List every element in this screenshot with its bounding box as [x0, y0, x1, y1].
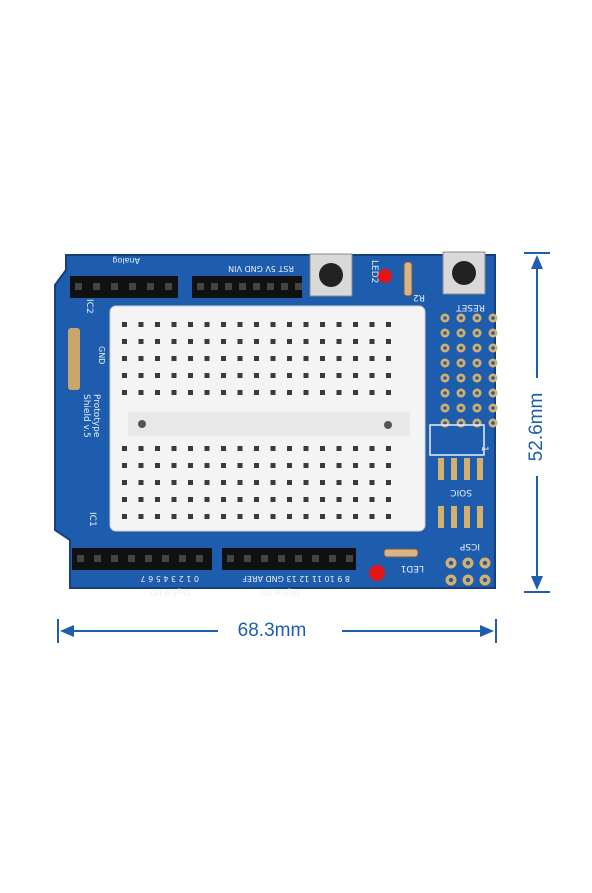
silk-s: S [324, 306, 329, 315]
led1 [369, 565, 385, 581]
silk-soic: SOIC [450, 487, 472, 497]
silk-digital-right: Digital I/O [260, 588, 300, 597]
digital-header-right [222, 548, 356, 570]
resistor-r1 [383, 548, 419, 558]
pushbutton-reset [442, 251, 486, 295]
silk-analog: Analog [112, 256, 140, 265]
silk-prototype: Prototype [91, 394, 101, 438]
icsp-pads [445, 557, 491, 586]
analog-header [70, 276, 178, 298]
silk-gnd: GND [97, 346, 106, 364]
silk-icsp: ICSP [459, 541, 480, 551]
silk-r2: R2 [413, 292, 425, 302]
silk-led1: LED1 [401, 563, 424, 573]
breadboard-channel [128, 412, 410, 436]
silk-led2: LED2 [369, 260, 379, 283]
silk-ic1: IC1 [87, 512, 97, 527]
silk-one: 1 [479, 446, 489, 452]
soic-pads [429, 424, 485, 528]
silk-pins-left: 0 1 2 3 4 5 6 7 [140, 574, 199, 583]
ic2-slot [68, 328, 80, 390]
silk-shield: Shield v.5 [81, 394, 91, 438]
silk-reset: RESET [456, 302, 485, 312]
width-dimension-arrow [57, 619, 497, 643]
proto-pads [440, 313, 498, 428]
digital-header-left [72, 548, 212, 570]
pushbutton-s [309, 253, 353, 297]
height-dimension-arrow [524, 252, 550, 593]
breadboard-holes [122, 322, 391, 519]
silk-pins-right: 8 9 10 11 12 13 GND AREF [242, 574, 350, 583]
silk-power: RST 5V GND VIN [228, 264, 294, 273]
resistor-r2 [403, 261, 413, 297]
silk-ic2: IC2 [84, 299, 94, 314]
power-header [192, 276, 302, 298]
width-label: 68.3mm [237, 620, 307, 641]
silk-digital-left: Digital I/O [150, 588, 190, 597]
height-label: 52.6mm [526, 392, 547, 462]
led2 [378, 269, 392, 283]
